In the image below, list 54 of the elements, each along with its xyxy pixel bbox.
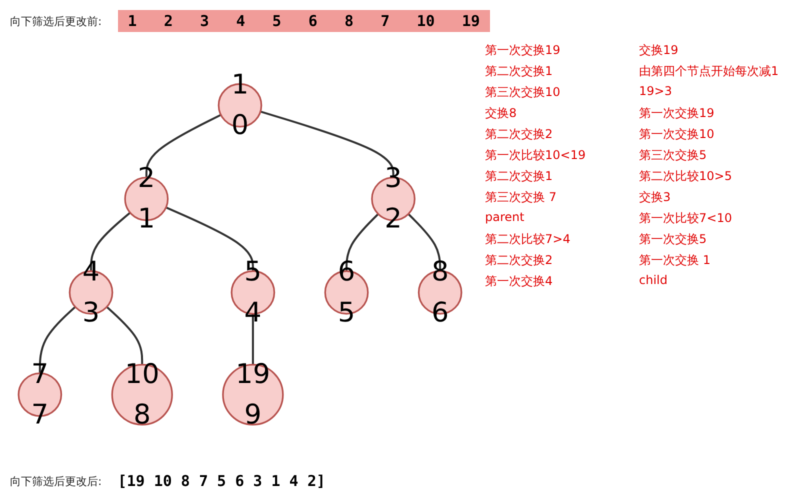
node-label: 6 <box>338 255 356 288</box>
annotation-text: child <box>639 273 668 289</box>
node-label: 2 <box>138 162 156 194</box>
annotation-text: 第一次交换 1 <box>639 252 712 269</box>
connector <box>346 213 379 272</box>
connector <box>90 212 131 272</box>
node-label: 6 <box>431 296 449 328</box>
annotation-text: 第一次交换10 <box>639 126 716 143</box>
annotation-text: 第三次交换10 <box>485 84 562 101</box>
annotation-text: 第二次交换2 <box>485 126 554 143</box>
annotation-text: 第一次交换4 <box>485 273 554 290</box>
node-label: 5 <box>338 296 356 328</box>
node-label: 5 <box>244 255 262 288</box>
node-label: 1 <box>138 202 156 235</box>
node-circle: 19 9 <box>222 364 284 426</box>
annotation-text: 19>3 <box>639 84 673 100</box>
annotation-text: 第二次比较7>4 <box>485 231 572 248</box>
annotation-text: 交换3 <box>639 189 672 206</box>
node-label: 7 <box>31 357 49 390</box>
connector <box>145 114 222 178</box>
node-circle: 10 8 <box>111 364 173 426</box>
connector <box>106 306 144 365</box>
annotation-text: 第二次交换1 <box>485 168 554 185</box>
connector <box>166 206 254 272</box>
array-text: [19 10 8 7 5 6 3 1 4 2] <box>118 472 326 490</box>
connector <box>408 213 442 272</box>
annotation-text: 由第四个节点开始每次减1 <box>639 63 780 80</box>
annotation-text: 第三次交换 7 <box>485 189 558 206</box>
annotation-text: 交换19 <box>639 42 680 59</box>
annotation-text: parent <box>485 210 526 226</box>
node-label: 2 <box>384 202 402 235</box>
annotation-text: 第二次交换2 <box>485 252 554 269</box>
node-label: 3 <box>384 162 402 194</box>
array-bar: 1 2 3 4 5 6 8 7 10 19 <box>118 10 490 32</box>
node-label: 4 <box>82 255 100 288</box>
node-label: 8 <box>431 255 449 288</box>
node-label: 1 <box>231 68 249 100</box>
array-caption: 向下筛选后更改前: <box>10 14 102 28</box>
array-caption: 向下筛选后更改后: <box>10 474 102 488</box>
annotation-text: 第一次比较10<19 <box>485 147 587 164</box>
connector <box>38 306 76 374</box>
annotation-text: 第二次比较10>5 <box>639 168 733 185</box>
annotation-text: 第二次交换1 <box>485 63 554 80</box>
annotation-text: 第一次比较7<10 <box>639 210 733 227</box>
annotation-text: 第三次交换5 <box>639 147 708 164</box>
node-label: 3 <box>82 296 100 328</box>
annotation-text: 第一次交换5 <box>639 231 708 248</box>
annotation-text: 第一次交换19 <box>485 42 562 59</box>
annotation-text: 交换8 <box>485 105 518 122</box>
node-label: 7 <box>31 398 49 430</box>
connector <box>260 110 394 178</box>
annotation-text: 第一次交换19 <box>639 105 716 122</box>
node-label: 4 <box>244 296 262 328</box>
node-label: 0 <box>231 108 249 141</box>
